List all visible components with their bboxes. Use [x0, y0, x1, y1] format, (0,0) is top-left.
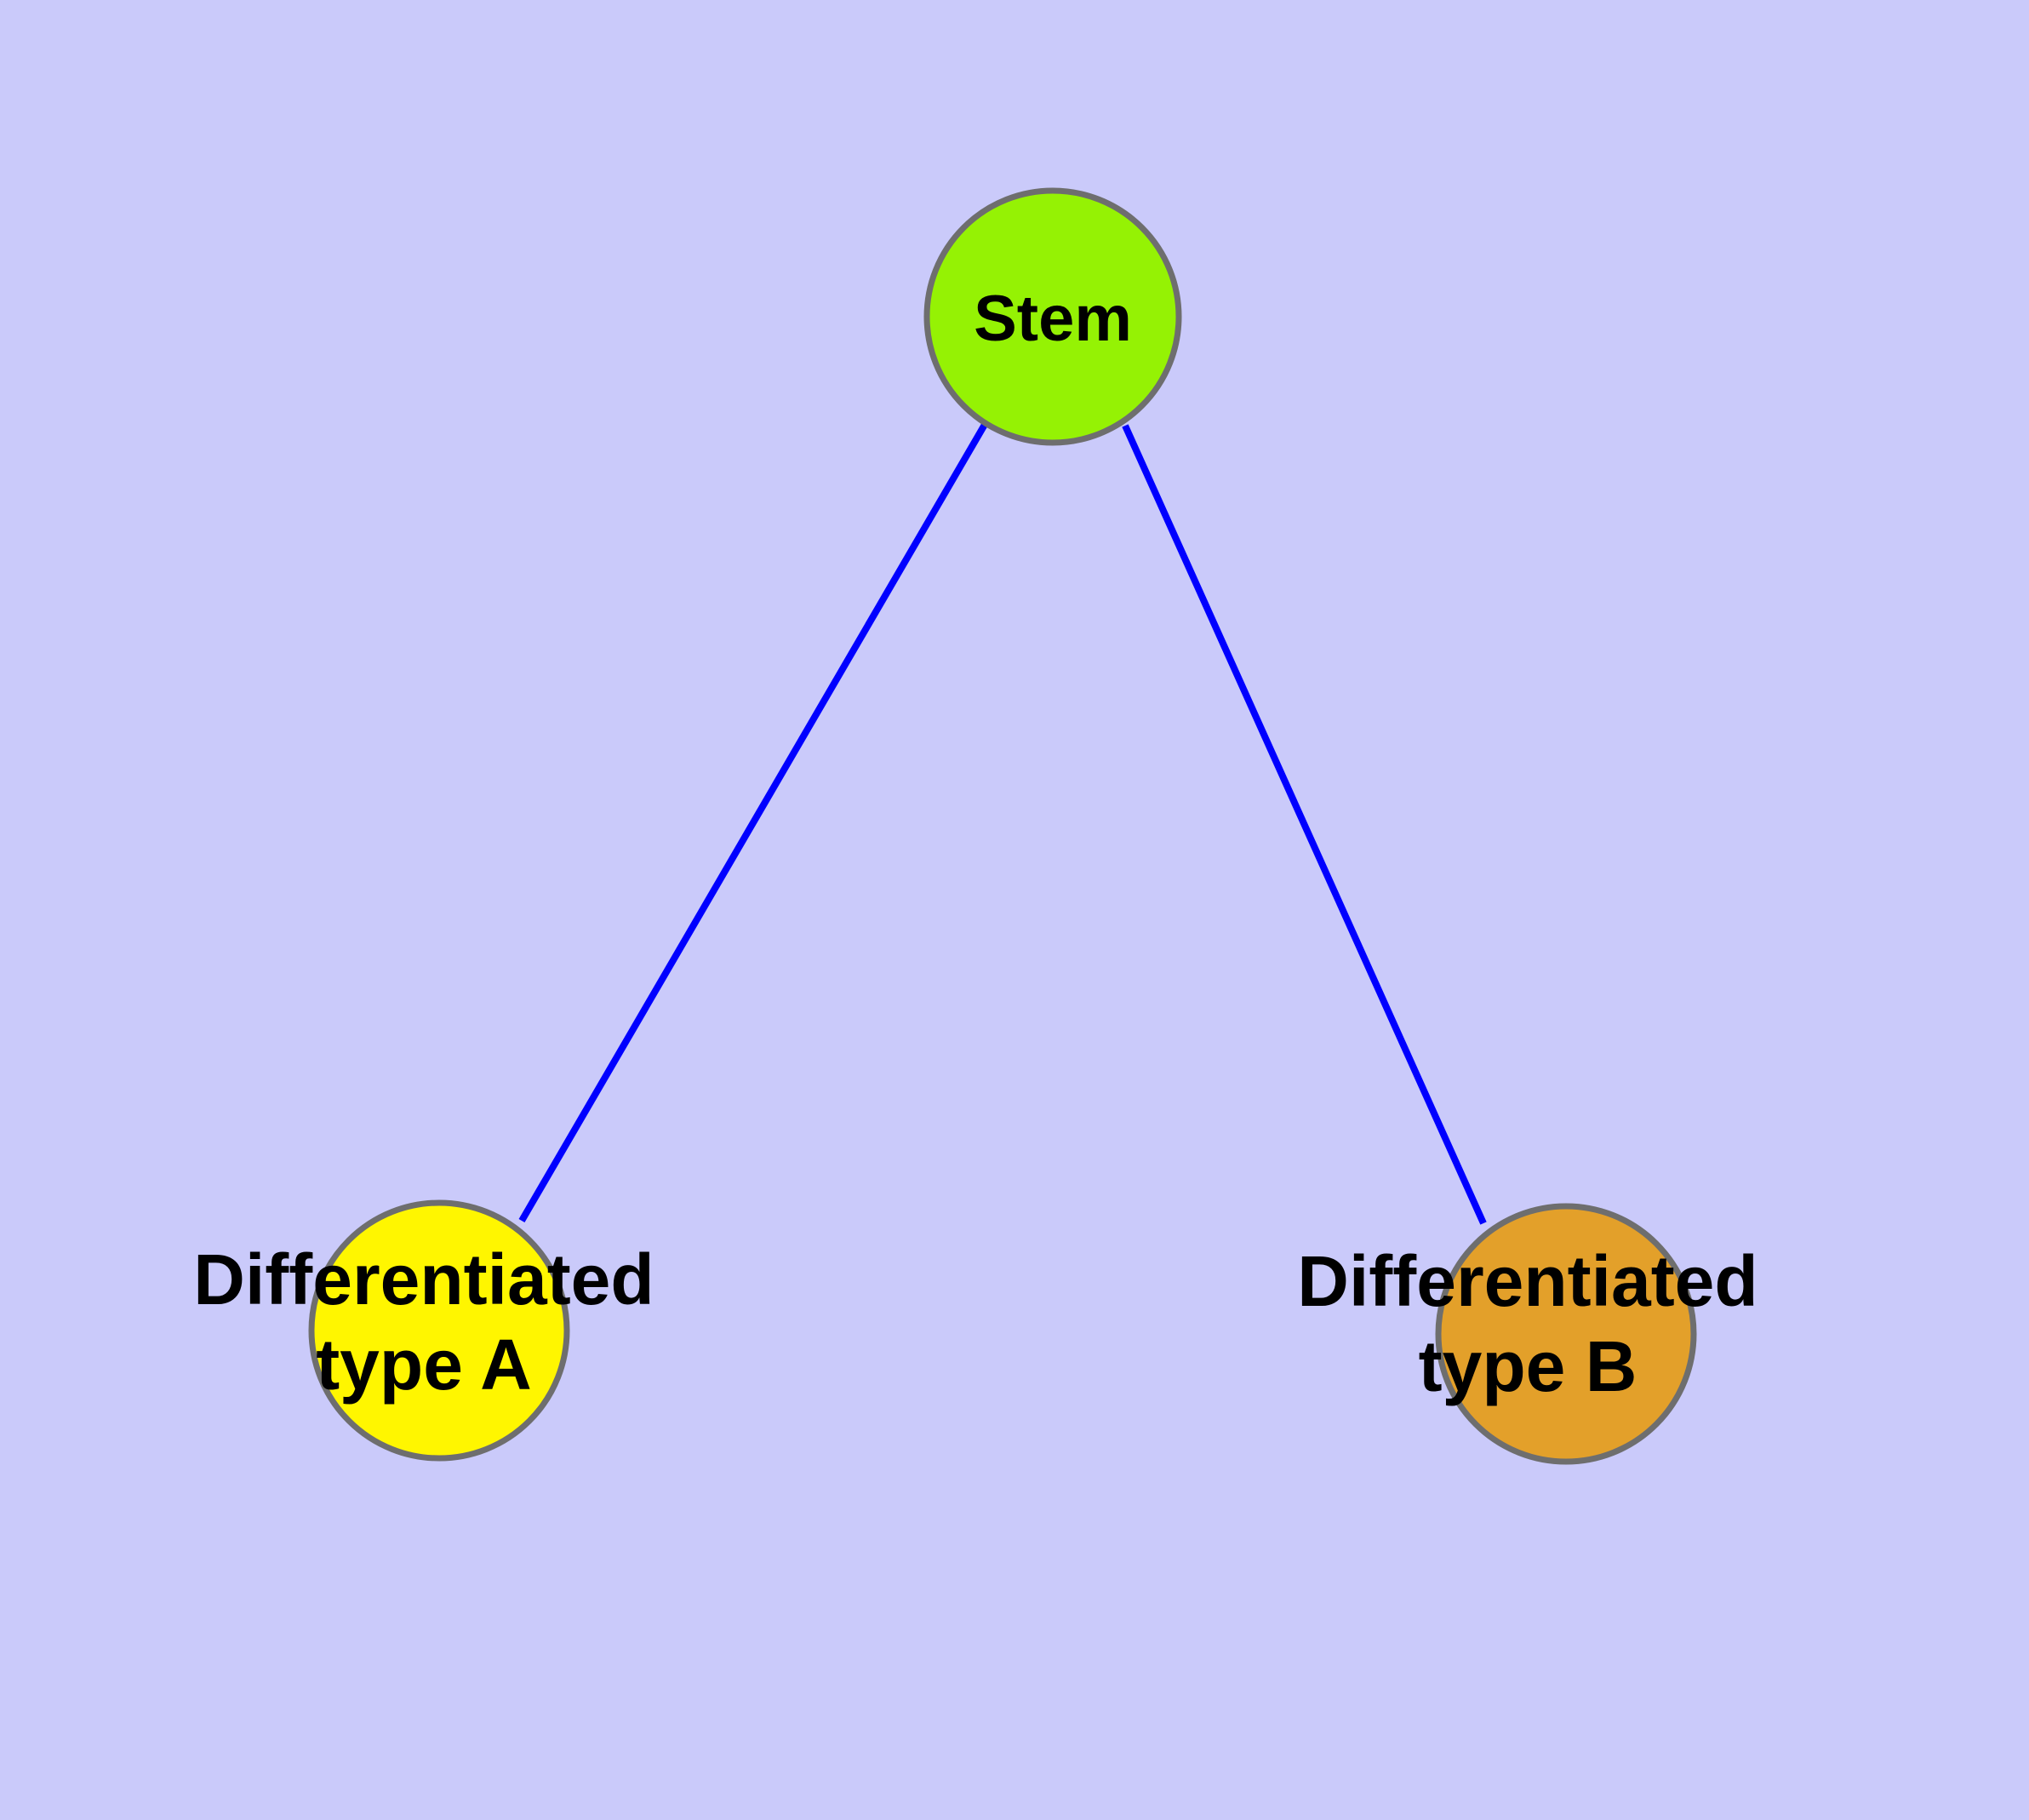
nodes-group: [308, 187, 1697, 1465]
edges-group: [518, 421, 1487, 1225]
node-circle-diff-b[interactable]: [1435, 1203, 1697, 1465]
node-label-line: type B: [1419, 1326, 1637, 1406]
node-label-line: type A: [316, 1325, 532, 1405]
edge-stem-to-diff-a[interactable]: [518, 421, 989, 1223]
node-circle-stem[interactable]: [923, 187, 1182, 446]
node-label-line: Differentiated: [1297, 1241, 1758, 1321]
node-label-line: Stem: [974, 283, 1132, 355]
node-label-line: Differentiated: [193, 1239, 654, 1319]
edge-stem-to-diff-b[interactable]: [1122, 424, 1487, 1225]
node-label-stem: Stem: [974, 283, 1132, 355]
node-circle-diff-a[interactable]: [308, 1199, 570, 1462]
